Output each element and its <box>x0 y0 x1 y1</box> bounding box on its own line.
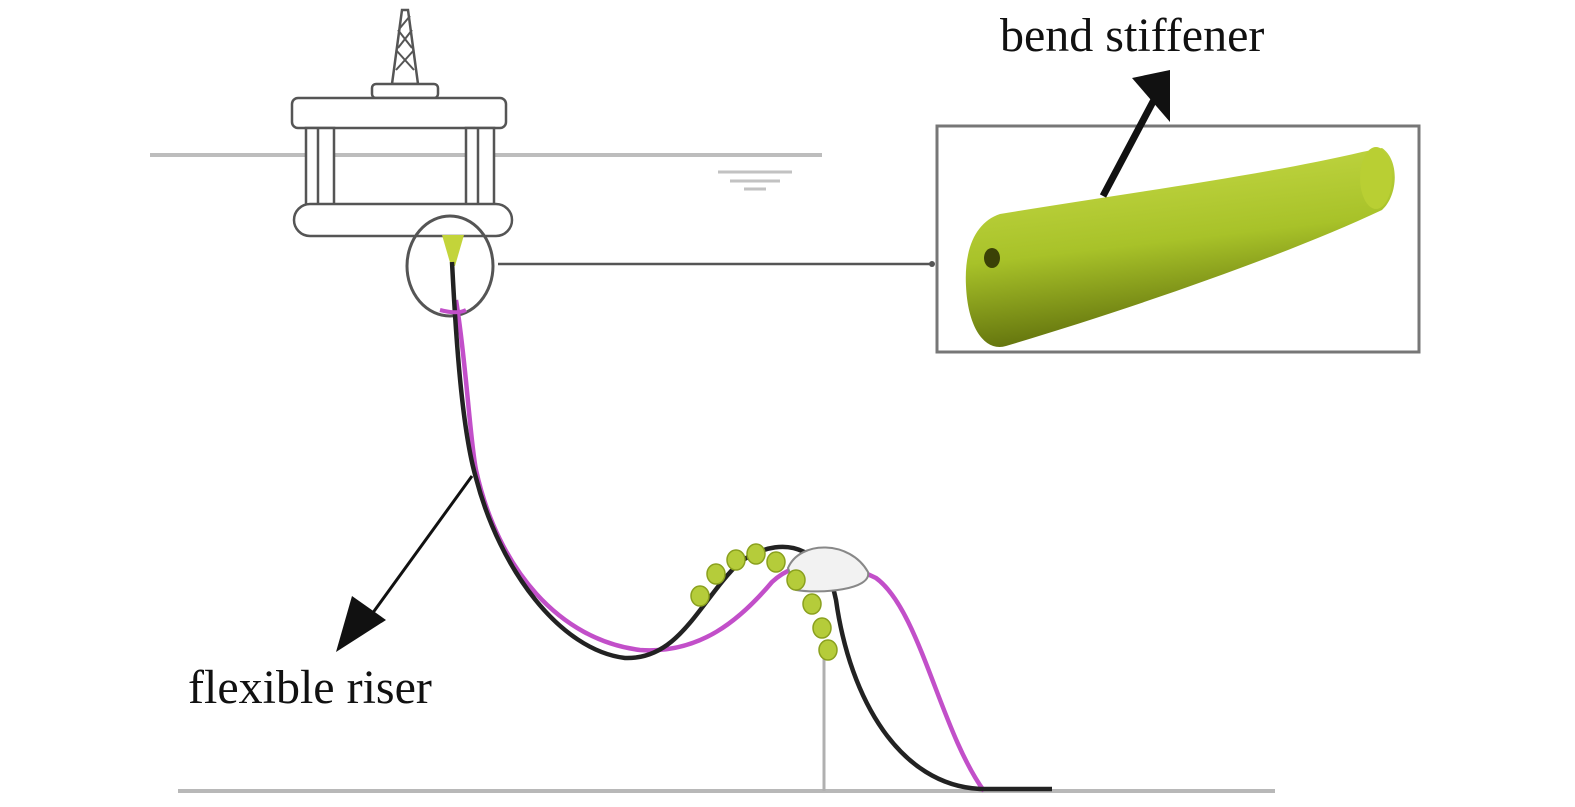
buoyancy-module <box>802 593 822 615</box>
derrick-tower-icon <box>370 8 440 100</box>
riser-black-line <box>449 261 1052 792</box>
buoyancy-module <box>812 617 832 639</box>
bend-stiffener-arrowhead <box>1132 70 1170 122</box>
bend-stiffener-arrow <box>1099 94 1160 198</box>
buoyancy-module <box>690 585 710 607</box>
buoyancy-module <box>766 551 786 573</box>
flexible-riser-arrowhead <box>336 596 386 652</box>
buoyancy-module <box>726 549 746 571</box>
flexible-riser-arrow <box>370 475 474 615</box>
buoyancy-module <box>818 639 838 661</box>
buoyancy-module <box>746 543 766 565</box>
water-surface-symbol-icon <box>718 170 792 191</box>
riser-magenta-line <box>453 299 986 793</box>
buoyancy-module <box>786 569 806 591</box>
highlight-circle <box>405 214 495 318</box>
bend-stiffener-label: bend stiffener <box>1000 9 1265 62</box>
bend-stiffener-icon <box>965 147 1395 347</box>
flexible-riser-label: flexible riser <box>188 661 432 714</box>
mid-water-arch <box>786 546 870 593</box>
buoyancy-modules <box>690 543 838 661</box>
buoyancy-module <box>706 563 726 585</box>
semi-submersible-platform-icon <box>290 8 514 238</box>
hang-off-stiffener-marker <box>442 235 464 266</box>
